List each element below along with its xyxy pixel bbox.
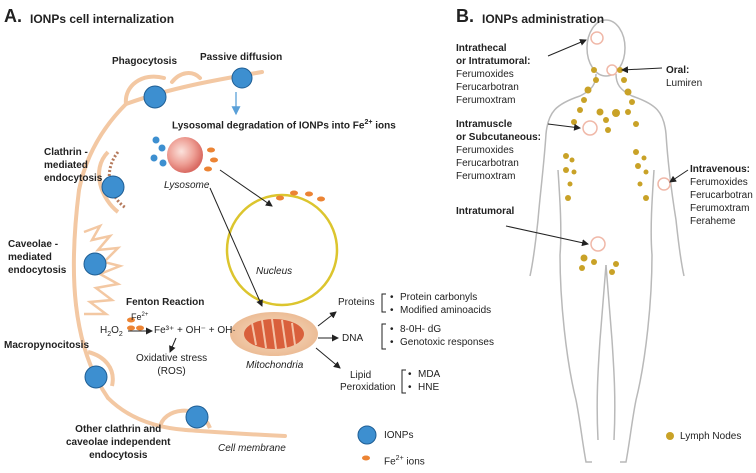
panel-a-title: IONPs cell internalization: [30, 12, 175, 26]
protein-effect-item: Modified aminoacids: [390, 304, 491, 317]
ionp-particles: [83, 67, 253, 429]
arrow-oral: [621, 66, 663, 74]
lipid-effect-item: HNE: [408, 381, 440, 394]
arrow-lysosome-to-nucleus: [219, 169, 273, 207]
label-lysosome: Lysosome: [164, 180, 210, 191]
ionp-passive-diffusion: [231, 67, 253, 89]
caveolae-zigzag: [83, 223, 125, 316]
lipid-effect-item: MDA: [408, 368, 440, 381]
label-phagocytosis: Phagocytosis: [112, 56, 178, 67]
arrow-lysosome-to-mitochondria: [209, 187, 263, 307]
legend-fe-ions-label: Fe2+ ions: [384, 455, 425, 468]
nucleus-fe-ions: [276, 190, 325, 202]
legend-ionp-swatch: [357, 425, 377, 445]
label-passive-diffusion: Passive diffusion: [200, 52, 283, 63]
label-proteins: Proteins: [338, 297, 375, 308]
mitochondria-shape: [230, 312, 318, 356]
label-fenton: Fenton Reaction: [126, 297, 205, 308]
route-intravenous: Intravenous: Ferumoxides Ferucarbotran F…: [690, 164, 753, 227]
ionp-other: [185, 405, 209, 429]
arrow-intravenous: [669, 169, 689, 183]
route-markers: [582, 31, 671, 252]
effect-brackets: [381, 293, 406, 394]
arrow-intratumoral: [505, 225, 589, 247]
legend-ionps-label: IONPs: [384, 430, 414, 441]
panel-b-letter: B.: [456, 6, 474, 26]
ionp-macropinocytosis: [84, 365, 108, 389]
protein-effect-item: Protein carbonyls: [390, 291, 491, 304]
cell-membrane-shape: [71, 70, 287, 438]
label-lipid-peroxidation: Lipid Peroxidation: [340, 370, 396, 393]
body-outline: [529, 19, 685, 463]
fenton-fe-ions: [127, 317, 144, 331]
protein-effects-list: Protein carbonyls Modified aminoacids: [390, 291, 491, 317]
ros-arrow: [169, 337, 177, 353]
label-mitochondria: Mitochondria: [246, 360, 304, 371]
label-oxidative-stress: Oxidative stress (ROS): [136, 353, 208, 377]
label-lysosomal-degradation: Lysosomal degradation of IONPs into Fe2+…: [172, 119, 396, 132]
label-dna: DNA: [342, 333, 364, 344]
label-caveolae: Caveolae - mediated endocytosis: [8, 239, 67, 276]
arrow-to-lipid: [315, 347, 341, 369]
ionp-phagocytosis: [143, 85, 167, 109]
dna-effect-item: Genotoxic responses: [390, 336, 494, 349]
panel-a-letter: A.: [4, 6, 22, 26]
arrow-intramuscle: [547, 123, 581, 131]
arrow-intrathecal: [547, 39, 587, 57]
arrow-to-proteins: [317, 311, 337, 327]
lymph-nodes: [563, 67, 649, 275]
label-fe3-reaction: Fe³⁺ + OH⁻ + OH·: [154, 325, 236, 336]
lipid-effects-list: MDA HNE: [408, 368, 440, 394]
nucleus-shape: [225, 193, 339, 307]
panel-b-title: IONPs administration: [482, 12, 605, 26]
label-h2o2: H2O2: [100, 325, 123, 338]
lysosome: [150, 136, 218, 173]
label-other-endocytosis: Other clathrin and caveolae independent …: [66, 424, 171, 461]
ionp-caveolae: [83, 252, 107, 276]
dna-effects-list: 8-0H- dG Genotoxic responses: [390, 323, 494, 349]
label-macropinocytosis: Macropynocitosis: [4, 340, 90, 351]
dna-effect-item: 8-0H- dG: [390, 323, 494, 336]
macropinocytosis-ruffle: [87, 350, 115, 387]
legend-fe-swatch: [362, 455, 370, 461]
route-intratumoral: Intratumoral: [456, 206, 515, 217]
route-intrathecal: Intrathecal or Intratumoral: Ferumoxides…: [456, 43, 531, 106]
ionp-clathrin: [101, 175, 125, 199]
route-oral: Oral: Lumiren: [666, 65, 703, 89]
label-nucleus: Nucleus: [256, 266, 293, 277]
label-fenton-fe2: Fe2+: [131, 312, 149, 322]
legend-lymph-node-swatch: [666, 432, 674, 440]
label-cell-membrane: Cell membrane: [218, 443, 286, 454]
label-clathrin: Clathrin - mediated endocytosis: [44, 147, 103, 184]
legend-lymph-nodes-label: Lymph Nodes: [680, 431, 742, 442]
route-intramuscle: Intramuscle or Subcutaneous: Ferumoxides…: [456, 119, 542, 182]
